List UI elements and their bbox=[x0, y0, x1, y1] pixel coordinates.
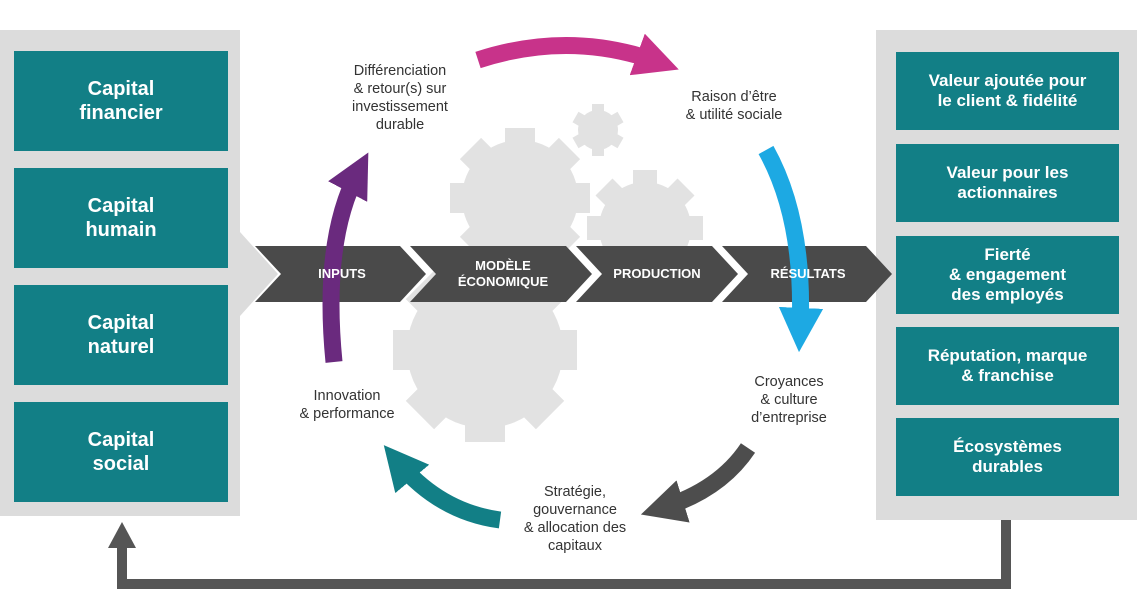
outcome-actionnaires-box: Valeur pour les actionnaires bbox=[896, 144, 1119, 222]
arrow-magenta bbox=[475, 33, 679, 76]
label-raison-etre: Raison d’être & utilité sociale bbox=[685, 89, 783, 123]
capital-financier-box: Capital financier bbox=[14, 51, 228, 151]
chevron-production-label: PRODUCTION bbox=[613, 266, 701, 281]
chevron-inputs-label: INPUTS bbox=[318, 266, 366, 281]
feedback-arrowhead bbox=[108, 522, 136, 548]
chevron-modele bbox=[410, 246, 592, 302]
chevron-production bbox=[576, 246, 738, 302]
label-croyances: Croyances & culture d’entreprise bbox=[751, 374, 827, 426]
arrow-teal bbox=[383, 445, 502, 529]
label-innovation: Innovation & performance bbox=[299, 388, 395, 422]
arrow-blue bbox=[758, 145, 824, 353]
capital-humain-box: Capital humain bbox=[14, 168, 228, 268]
gear-small-icon bbox=[572, 104, 624, 156]
label-differenciation: Différenciation & retour(s) sur investis… bbox=[352, 63, 448, 133]
feedback-arrow bbox=[117, 520, 1011, 589]
outcome-ecosystemes-box: Écosystèmes durables bbox=[896, 418, 1119, 496]
chevron-resultats-label: RÉSULTATS bbox=[770, 266, 846, 281]
left-panel-pointer bbox=[240, 232, 278, 316]
label-strategie: Stratégie, gouvernance & allocation des … bbox=[523, 484, 627, 554]
capital-naturel-box: Capital naturel bbox=[14, 285, 228, 385]
outcome-employes-box: Fierté & engagement des employés bbox=[896, 236, 1119, 314]
arrow-purple bbox=[322, 152, 369, 363]
capital-social-box: Capital social bbox=[14, 402, 228, 502]
arrow-dark bbox=[640, 443, 756, 523]
outcome-client-box: Valeur ajoutée pour le client & fidélité bbox=[896, 52, 1119, 130]
chevron-modele-label: MODÈLE ÉCONOMIQUE bbox=[457, 258, 549, 289]
outcome-reputation-box: Réputation, marque & franchise bbox=[896, 327, 1119, 405]
